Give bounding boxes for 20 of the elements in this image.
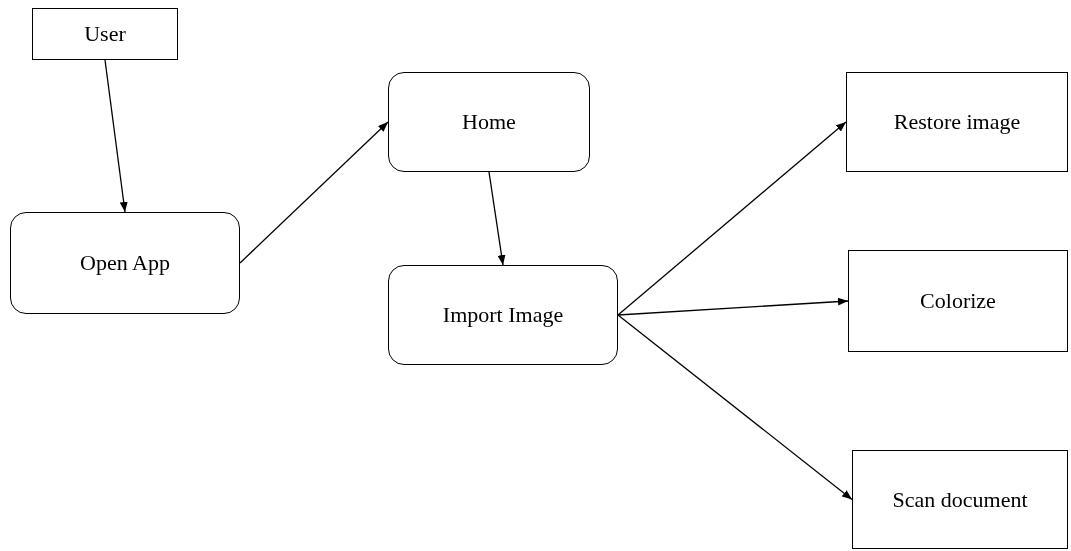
node-label: Restore image — [893, 108, 1021, 136]
arrow — [617, 314, 853, 501]
rounded-process-box — [388, 265, 618, 365]
process-box — [846, 72, 1068, 172]
process-box — [32, 8, 178, 60]
arrow — [617, 121, 847, 316]
node-label: User — [84, 20, 126, 48]
node-label: Scan document — [892, 485, 1028, 514]
node-label: Open App — [80, 249, 170, 277]
process-box — [852, 450, 1068, 549]
rounded-process-box — [10, 212, 240, 314]
process-box — [848, 250, 1068, 352]
arrow — [104, 59, 128, 213]
node-label: Home — [462, 108, 516, 136]
arrow — [239, 121, 389, 264]
arrow — [488, 171, 506, 266]
arrow — [617, 297, 849, 316]
node-label: Colorize — [920, 287, 996, 315]
node-label: Import Image — [442, 301, 564, 329]
rounded-process-box — [388, 72, 590, 172]
